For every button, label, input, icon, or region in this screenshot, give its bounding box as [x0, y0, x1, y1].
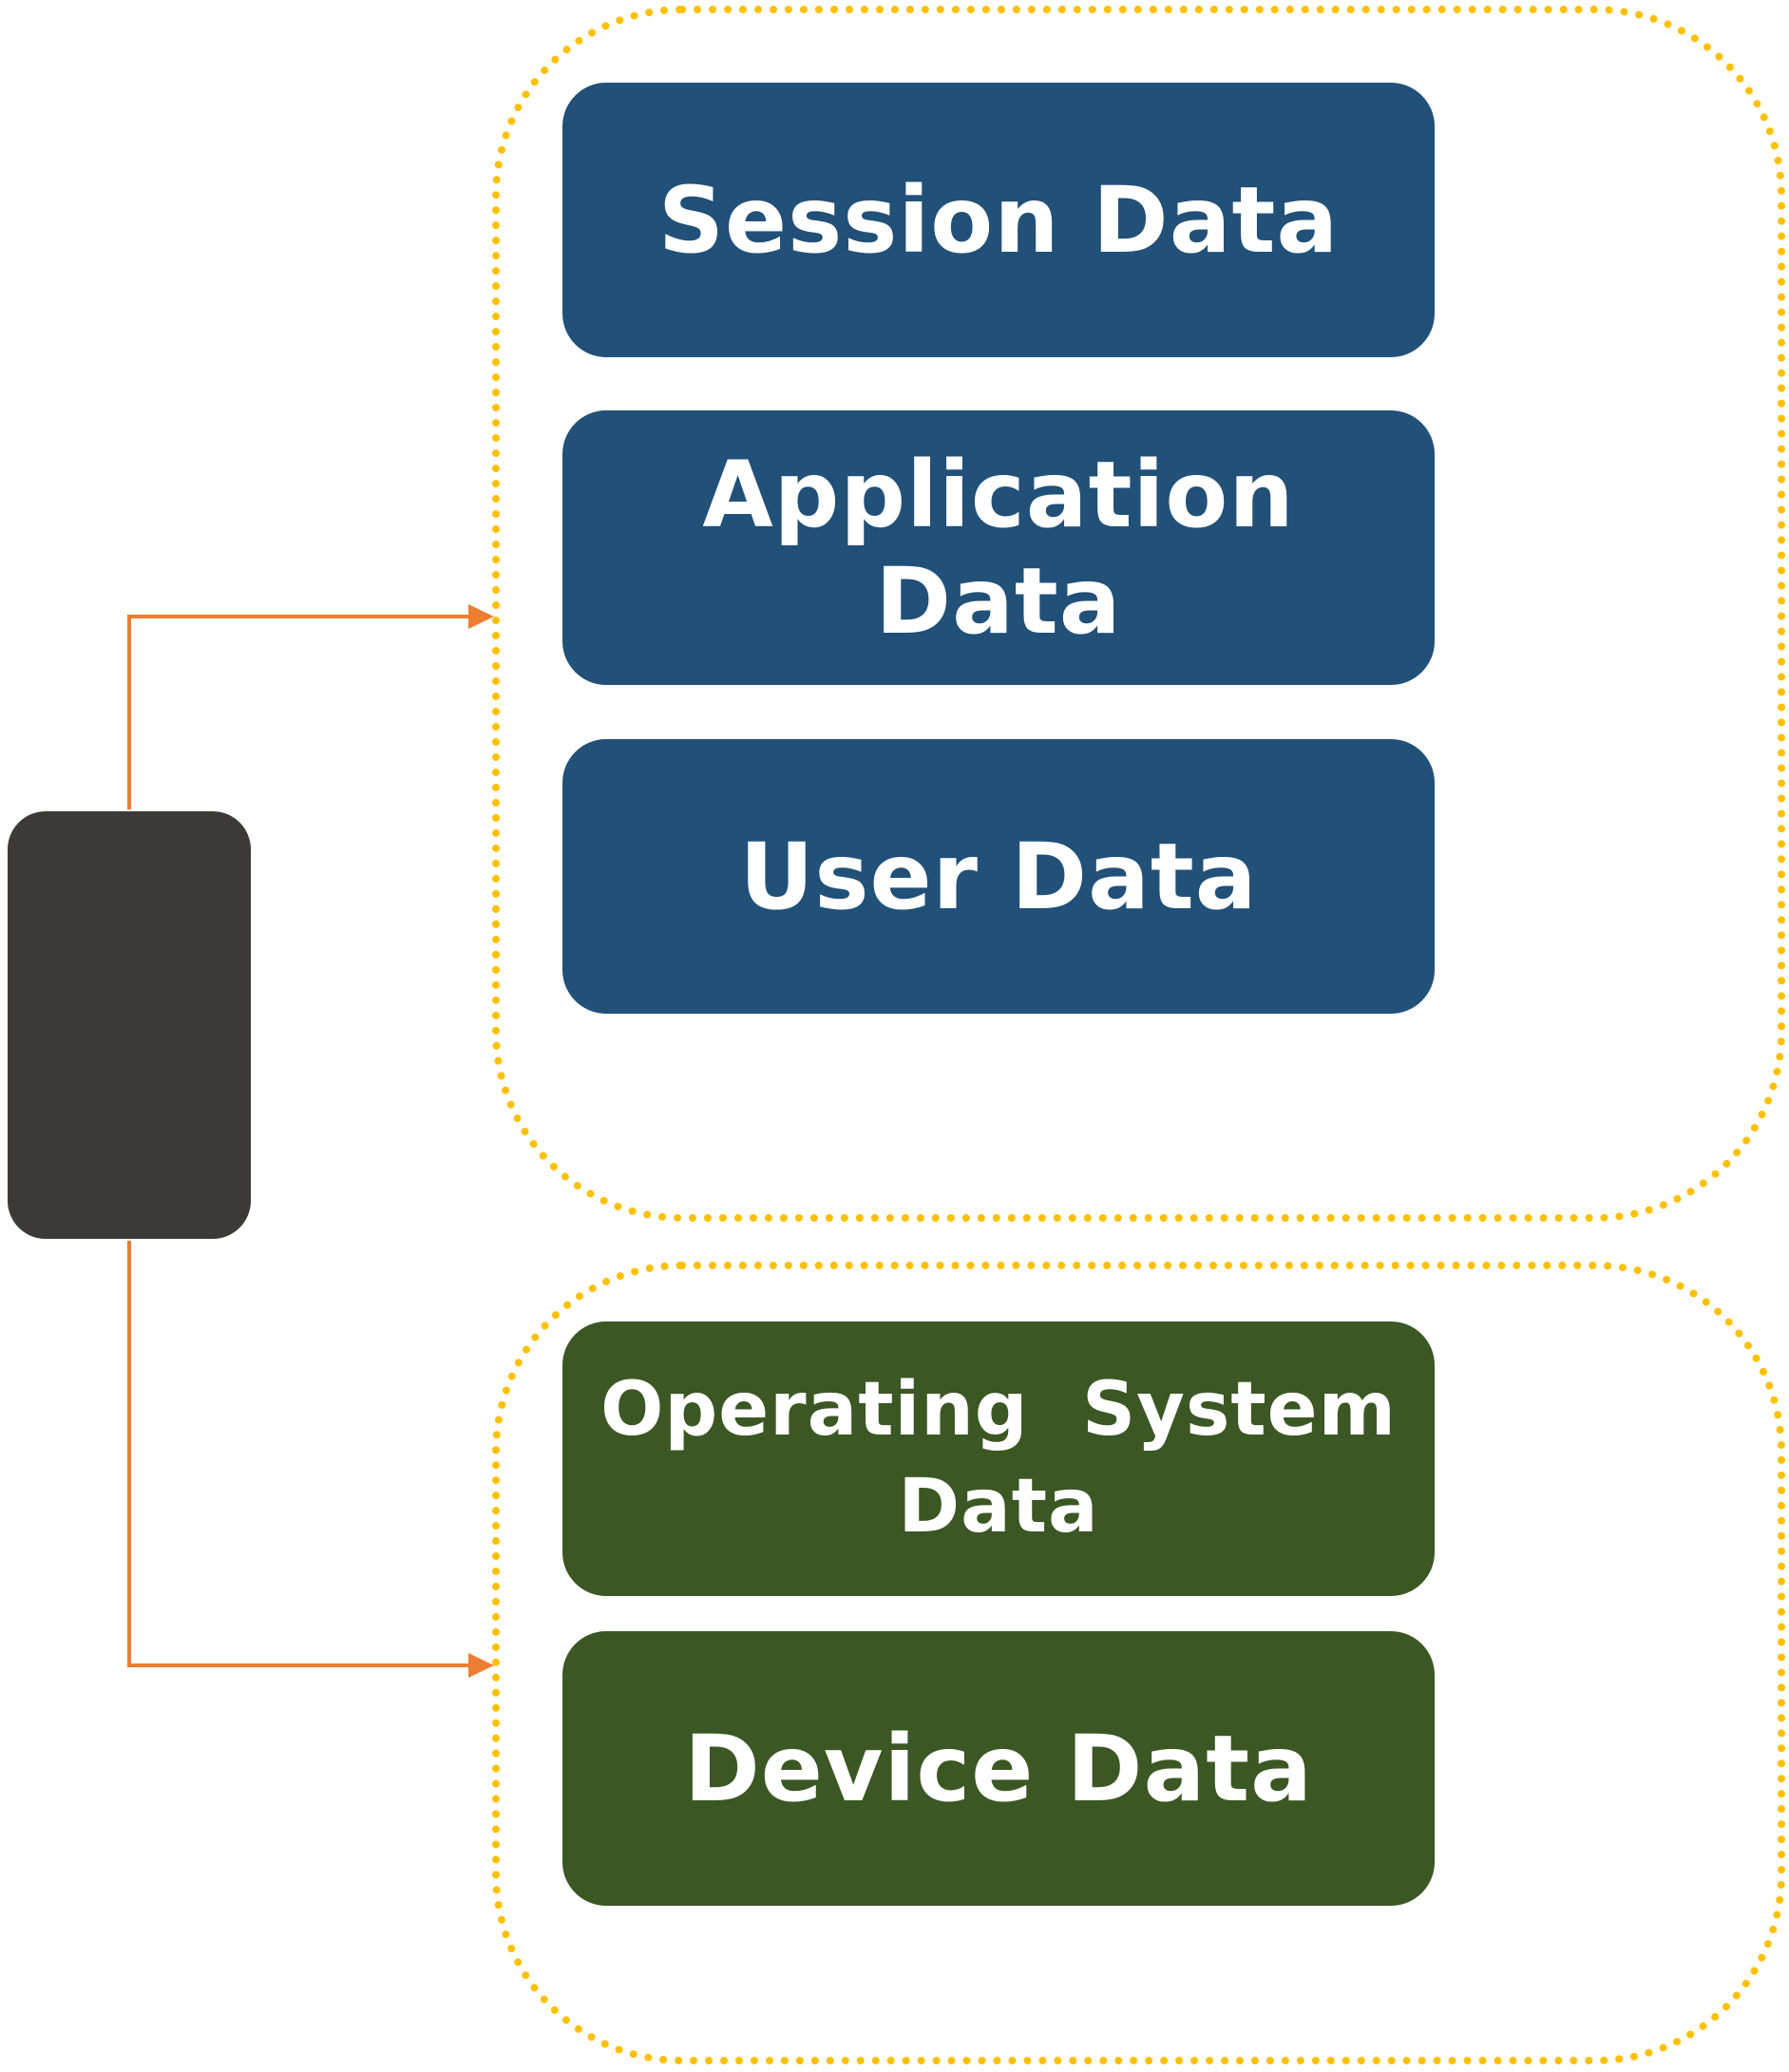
session-data-label: Session Data	[657, 166, 1340, 274]
connector-to-system-layer	[127, 1241, 480, 1667]
operating-system-data-label: Operating System Data	[600, 1367, 1424, 1549]
user-data-box: User Data	[562, 739, 1435, 1014]
system-layer-group	[492, 1262, 1785, 2064]
arrowhead-icon	[468, 1653, 494, 1678]
application-data-box: Application Data	[562, 410, 1435, 685]
device-data-box: Device Data	[562, 1631, 1435, 1906]
mobile-device-icon	[8, 811, 251, 1239]
application-data-label: Application Data	[702, 441, 1295, 655]
operating-system-data-box: Operating System Data	[562, 1321, 1435, 1596]
user-data-label: User Data	[739, 823, 1258, 930]
application-layer-group	[492, 6, 1785, 1222]
arrowhead-icon	[468, 604, 494, 629]
connector-to-application-layer	[127, 615, 480, 809]
session-data-box: Session Data	[562, 83, 1435, 357]
device-data-label: Device Data	[684, 1715, 1313, 1822]
